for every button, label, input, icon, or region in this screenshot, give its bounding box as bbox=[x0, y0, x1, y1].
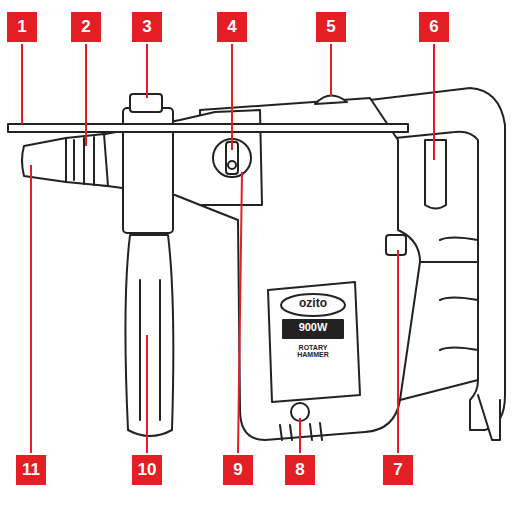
callout-number: 8 bbox=[285, 455, 315, 485]
power-cord bbox=[478, 395, 500, 440]
leader-line bbox=[299, 418, 301, 453]
leader-line bbox=[85, 44, 87, 146]
callout-number: 1 bbox=[7, 12, 37, 42]
top-switch bbox=[315, 95, 347, 104]
callout-number: 11 bbox=[16, 455, 46, 485]
leader-line bbox=[21, 44, 23, 124]
depth-rod bbox=[8, 124, 408, 132]
callout-number: 6 bbox=[419, 12, 449, 42]
callout-number: 2 bbox=[71, 12, 101, 42]
callout-number: 7 bbox=[383, 455, 413, 485]
chuck-nose bbox=[22, 138, 66, 182]
logo-oval bbox=[281, 294, 345, 316]
collar-ribs bbox=[74, 137, 94, 185]
leader-line bbox=[397, 250, 399, 453]
grip-ribs bbox=[440, 238, 478, 351]
label-text: ROTARY HAMMER bbox=[290, 344, 336, 359]
rating-plate bbox=[283, 320, 343, 338]
leader-line bbox=[30, 165, 32, 453]
rating-label bbox=[268, 282, 360, 402]
callout-number: 10 bbox=[132, 455, 162, 485]
handle-bottom bbox=[400, 262, 478, 400]
leader-line bbox=[238, 172, 242, 453]
label-text: ozito bbox=[285, 297, 341, 310]
side-handle bbox=[125, 235, 173, 436]
trigger bbox=[425, 140, 446, 209]
handle-ribs bbox=[140, 280, 160, 420]
leader-line bbox=[146, 335, 148, 453]
callout-number: 9 bbox=[223, 455, 253, 485]
leader-line bbox=[231, 44, 233, 150]
callout-number: 3 bbox=[132, 12, 162, 42]
leader-line bbox=[330, 44, 332, 96]
leader-line bbox=[433, 44, 435, 160]
leader-lines bbox=[22, 44, 434, 453]
leader-line bbox=[146, 44, 148, 98]
selector-screw bbox=[228, 161, 236, 169]
callout-number: 4 bbox=[217, 12, 247, 42]
lock-button bbox=[386, 235, 406, 255]
label-text: 900W bbox=[285, 322, 341, 334]
callout-number: 5 bbox=[316, 12, 346, 42]
